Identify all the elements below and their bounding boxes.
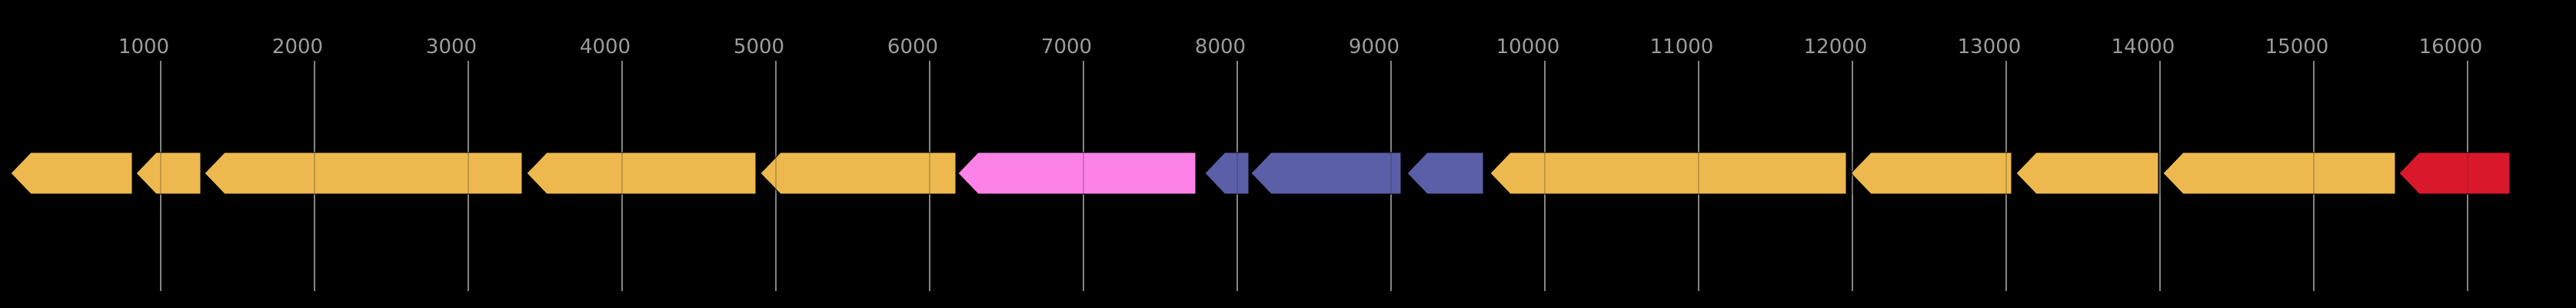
axis-tick-label: 4000 [580,35,631,59]
axis-tick-label: 11000 [1650,35,1714,59]
gene-feature-arrow [1250,152,1402,195]
gene-feature-arrow [2015,152,2159,195]
axis-tick-label: 9000 [1349,35,1399,59]
gene-feature-arrow [2398,152,2511,195]
axis-tick-label: 13000 [1958,35,2022,59]
gene-feature-arrow [204,152,523,195]
gene-feature-arrow [526,152,757,195]
gridline-overlay-layer [160,152,2468,194]
axis-tick-label: 6000 [887,35,938,59]
axis-tick-label: 15000 [2265,35,2329,59]
axis-tick-label: 10000 [1496,35,1560,59]
axis-tick-label: 7000 [1041,35,1092,59]
gene-feature-arrow [1489,152,1847,195]
axis-tick-label: 16000 [2419,35,2483,59]
gene-feature-arrow [135,152,201,195]
gene-feature-arrow [10,152,133,195]
axis-tick-label: 2000 [272,35,323,59]
gene-feature-arrow [1406,152,1484,195]
axis-tick-label: 1000 [118,35,169,59]
gene-feature-arrow [2162,152,2396,195]
axis-tick-labels-layer: 1000 2000 3000 4000 5000 6000 7000 8000 9000 1000… [118,35,2482,59]
axis-tick-label: 5000 [734,35,784,59]
axis-tick-label: 8000 [1195,35,1246,59]
gene-feature-arrow [1850,152,2012,195]
axis-tick-label: 3000 [426,35,477,59]
gene-feature-arrow [957,152,1196,195]
gene-feature-arrow [760,152,957,195]
axis-tick-label: 14000 [2112,35,2175,59]
axis-tick-label: 12000 [1804,35,1868,59]
gene-features-layer [10,152,2511,195]
gene-feature-arrow [1204,152,1250,195]
